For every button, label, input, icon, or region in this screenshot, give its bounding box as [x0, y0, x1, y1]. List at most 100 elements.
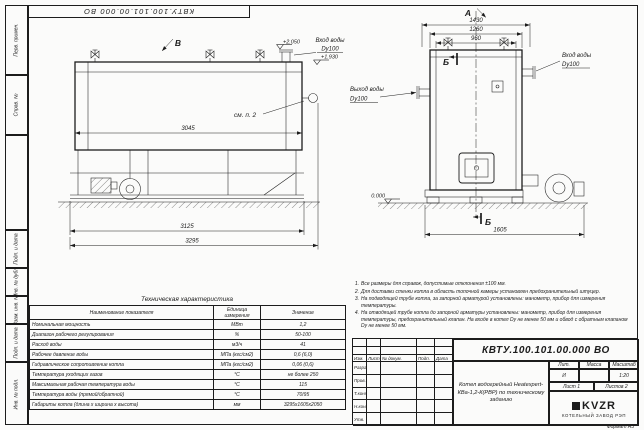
tech-cell: Рабочее давление воды: [29, 349, 214, 360]
company-logo: KVZR КОТЕЛЬНЫЙ ЗАВОД РЭП: [549, 391, 639, 426]
note-number: 1.: [354, 281, 359, 287]
margin-box-inv-podl: Инв. № подл.: [5, 362, 28, 425]
tech-cell: Гидравлическое сопротивление котла: [29, 359, 214, 370]
tech-cell: 50-100: [260, 329, 346, 340]
tech-cell: Габариты котла (длина х ширина х высота): [29, 399, 214, 410]
tb-cell: [417, 387, 435, 401]
tb-col-list: Лист: [367, 355, 381, 362]
tb-cell: [417, 400, 435, 414]
view-arrow-a: [476, 8, 487, 18]
scale-value: 1:20: [609, 369, 639, 382]
safety-valve-icon: [90, 49, 265, 63]
sheet-cell: Лист 1: [549, 382, 594, 391]
tech-cell: МПа (кгс/см2): [213, 349, 261, 360]
note-text: Для доставки стенки котла в область топо…: [361, 288, 601, 295]
tech-col-name: Наименование показателя: [29, 305, 214, 320]
tb-cell: [381, 374, 417, 388]
notes-list: 1.Все размеры для справок, допустимые от…: [352, 281, 635, 331]
tech-cell: м3/ч: [213, 339, 261, 350]
note-text: Все размеры для справок, допустимые откл…: [361, 281, 506, 287]
tb-cell: [367, 374, 381, 388]
doc-number: КВТУ.100.101.00.000 ВО: [453, 339, 639, 361]
margin-box-perv-primen: Перв. примен.: [5, 5, 28, 75]
margin-box-sprav: Справ. №: [5, 75, 28, 135]
tb-cell: [417, 362, 435, 375]
tech-col-unit: Единица измерения: [213, 305, 261, 320]
note-item: 2.Для доставки стенки котла в область то…: [352, 289, 635, 296]
tb-cell: [381, 339, 417, 347]
support-frame: [70, 150, 304, 199]
tb-cell: [435, 347, 453, 355]
sheets-label: Листов: [605, 383, 624, 390]
tech-table: Наименование показателя Единица измерени…: [29, 305, 346, 410]
boiler-side-view: 3045 3125 3295 В см. п. 2 Вход воды Dy10…: [58, 38, 345, 250]
note-item: 1.Все размеры для справок, допустимые от…: [352, 281, 635, 288]
rear-fitting: [302, 93, 318, 103]
sight-glass: [491, 80, 504, 93]
margin-label: Перв. примен.: [13, 23, 20, 57]
tb-cell: [367, 339, 381, 347]
tb-cell: [417, 374, 435, 388]
tb-role-utv: Утв.: [353, 413, 367, 426]
tb-cell: [381, 387, 417, 401]
tech-table-title: Техническая характеристика: [140, 296, 234, 303]
tech-cell: Расход воды: [29, 339, 214, 350]
view-letter-b: В: [175, 38, 181, 48]
sheets-cell: Листов 2: [594, 382, 639, 391]
tb-cell: [367, 387, 381, 401]
margin-label: Инв. № дубл.: [13, 266, 20, 298]
sheet-label: Лист: [562, 383, 576, 390]
dimension-3045: 3045: [75, 126, 302, 135]
sheets-value: 2: [624, 383, 628, 390]
view-arrow-b: [161, 38, 174, 52]
section-letter-bottom: Б: [485, 217, 491, 227]
margin-label: Подп. и дата: [13, 327, 20, 359]
margin-label: Справ. №: [13, 93, 20, 117]
tb-col-podp: Подп.: [417, 355, 435, 362]
front-outlet-stub: [416, 86, 430, 99]
elevation-2050: +2.050: [283, 40, 301, 46]
lit-value: И: [549, 369, 579, 382]
note-text: На подводящей трубе котла, за запорной а…: [361, 296, 606, 309]
tb-cell: [435, 387, 453, 401]
tb-cell: [353, 347, 367, 355]
side-inlet-label: Вход воды: [315, 38, 345, 44]
tb-cell: [381, 347, 417, 355]
front-inlet-dn: Dy100: [562, 62, 580, 68]
foundation-base: [424, 189, 524, 204]
tech-cell: не более 250: [260, 369, 346, 380]
note-item: 4.На отводящей трубе котла до запорной а…: [352, 310, 635, 330]
tech-cell: °С: [213, 369, 261, 380]
section-letter-top: Б: [443, 57, 449, 67]
dim-960-text: 960: [471, 36, 482, 42]
tb-cell: [435, 339, 453, 347]
tech-cell: 41: [260, 339, 346, 350]
circulation-pump: [90, 150, 141, 200]
front-inlet-stub: [522, 66, 536, 79]
tech-cell: 1,2: [260, 319, 346, 330]
note-item: 3.На подводящей трубе котла, за запорной…: [352, 296, 635, 309]
ground-line: [58, 201, 320, 208]
tb-role-prov: Пров.: [353, 374, 367, 388]
tb-cell: [367, 400, 381, 414]
margin-box-inv-dubl: Инв. № дубл.: [5, 266, 28, 298]
tb-cell: [367, 362, 381, 375]
elevation-mark-icon: [313, 59, 330, 65]
margin-box-vzam-inv: Взам. инв. №: [5, 295, 28, 325]
tech-cell: Температура уходящих газов: [29, 369, 214, 380]
tech-cell: Диапазон рабочего регулирования: [29, 329, 214, 340]
dimension-1605: 1605: [424, 205, 585, 238]
section-mark-top: Б: [443, 53, 458, 67]
elevation-1930: +1.930: [321, 55, 339, 61]
water-inlet-stub: [279, 49, 293, 62]
company-name: KVZR: [582, 399, 616, 412]
margin-box-empty: [5, 135, 28, 230]
dim-3295-text: 3295: [185, 239, 199, 245]
company-subtitle: КОТЕЛЬНЫЙ ЗАВОД РЭП: [561, 412, 627, 418]
